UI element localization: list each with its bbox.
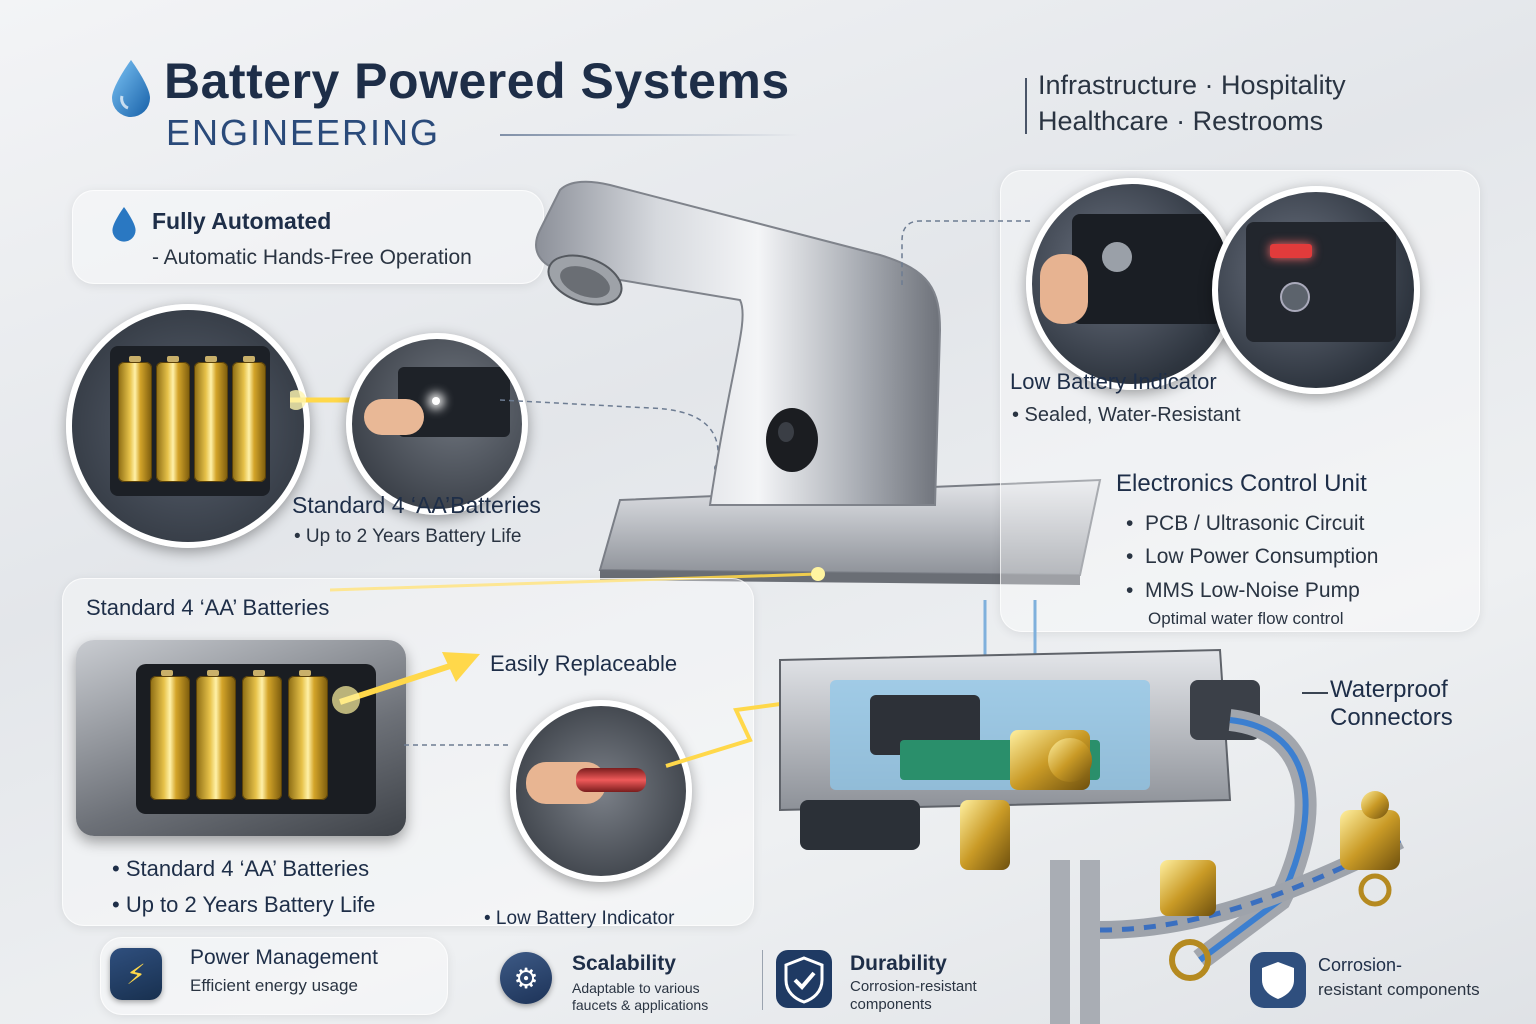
hand-shape (1040, 254, 1088, 324)
feature-detail: Corrosion-resistant (850, 978, 977, 995)
connector-leader (1302, 692, 1328, 694)
automation-title: Fully Automated (152, 208, 332, 234)
battery-pack-box (76, 640, 406, 836)
indicator-top-title: Low Battery Indicator (1010, 369, 1217, 394)
dashed-leader-line (901, 220, 1030, 285)
battery-cell (196, 670, 236, 800)
lightning-icon: ⚡ (110, 948, 162, 1000)
ecu-item: • Low Power Consumption (1126, 545, 1379, 568)
battery-swap-circle (510, 700, 692, 882)
replaceable-callout: Easily Replaceable (490, 651, 678, 676)
indicator-top-detail: • Sealed, Water-Resistant (1012, 404, 1241, 426)
dashed-leader-line (404, 744, 510, 746)
feature-detail: Efficient energy usage (190, 976, 358, 995)
feature-title: resistant components (1318, 980, 1480, 999)
sectors-line-1: Infrastructure · Hospitality (1038, 70, 1346, 100)
automation-detail: - Automatic Hands-Free Operation (152, 246, 472, 269)
low-battery-light (1270, 244, 1312, 258)
shield-icon (1250, 952, 1306, 1008)
water-drop-icon (112, 206, 136, 242)
battery-top-detail: • Up to 2 Years Battery Life (294, 526, 522, 547)
feature-title: Durability (850, 952, 947, 975)
control-box-illustration (779, 600, 1405, 1024)
water-drop-icon (112, 60, 150, 117)
battery-door (1246, 222, 1396, 342)
feature-detail: Adaptable to various (572, 980, 700, 996)
feature-title: Corrosion- (1318, 955, 1403, 975)
battery-cell (232, 356, 266, 482)
ecu-note: Optimal water flow control (1148, 609, 1344, 628)
feature-title: Power Management (190, 946, 378, 969)
battery-panel-bullet-2: • Up to 2 Years Battery Life (112, 892, 376, 917)
ecu-title: Electronics Control Unit (1116, 470, 1367, 497)
faucet-illustration (535, 180, 1102, 585)
battery-panel-bullet-1: • Standard 4 ‘AA’ Batteries (112, 856, 370, 881)
control-unit-circle-right (1212, 186, 1420, 394)
gear-wrench-icon: ⚙ (500, 952, 552, 1004)
automation-panel (72, 190, 544, 284)
battery-compartment-circle (66, 304, 310, 548)
battery-cell (242, 670, 282, 800)
indicator-led (432, 397, 440, 405)
glow-arrow (332, 652, 480, 714)
battery-cell-red (576, 768, 646, 792)
control-unit-circle-left (1026, 178, 1238, 390)
control-knob (1102, 242, 1132, 272)
battery-panel-indicator: • Low Battery Indicator (484, 908, 675, 929)
feature-divider (762, 950, 763, 1010)
control-module (1072, 214, 1222, 324)
connectors-label-line-1: Waterproof (1330, 676, 1448, 703)
page-title: Battery Powered Systems (164, 53, 790, 109)
feature-detail: faucets & applications (572, 997, 709, 1013)
battery-cell (156, 356, 190, 482)
battery-cell (118, 356, 152, 482)
ecu-item: • MMS Low-Noise Pump (1126, 579, 1360, 602)
ecu-item: • PCB / Ultrasonic Circuit (1126, 512, 1365, 535)
shield-check-icon (776, 950, 832, 1008)
sector-divider (1025, 78, 1027, 134)
header: Battery Powered Systems ENGINEERING (100, 50, 1000, 160)
battery-top-title: Standard 4 ‘AA’Batteries (292, 492, 541, 518)
dial (1280, 282, 1310, 312)
battery-cell (288, 670, 328, 800)
hand-shape (364, 399, 424, 435)
feature-title: Scalability (572, 952, 676, 975)
connectors-label-line-2: Connectors (1330, 704, 1453, 731)
battery-cell (150, 670, 190, 800)
battery-indicator-circle (346, 333, 528, 515)
page-subtitle: ENGINEERING (166, 112, 441, 153)
subtitle-underline (500, 134, 800, 136)
feature-detail: components (850, 996, 932, 1013)
battery-cell (194, 356, 228, 482)
glow-connector-line (330, 567, 825, 592)
sectors-line-2: Healthcare · Restrooms (1038, 106, 1324, 136)
battery-panel-heading: Standard 4 ‘AA’ Batteries (86, 595, 330, 620)
